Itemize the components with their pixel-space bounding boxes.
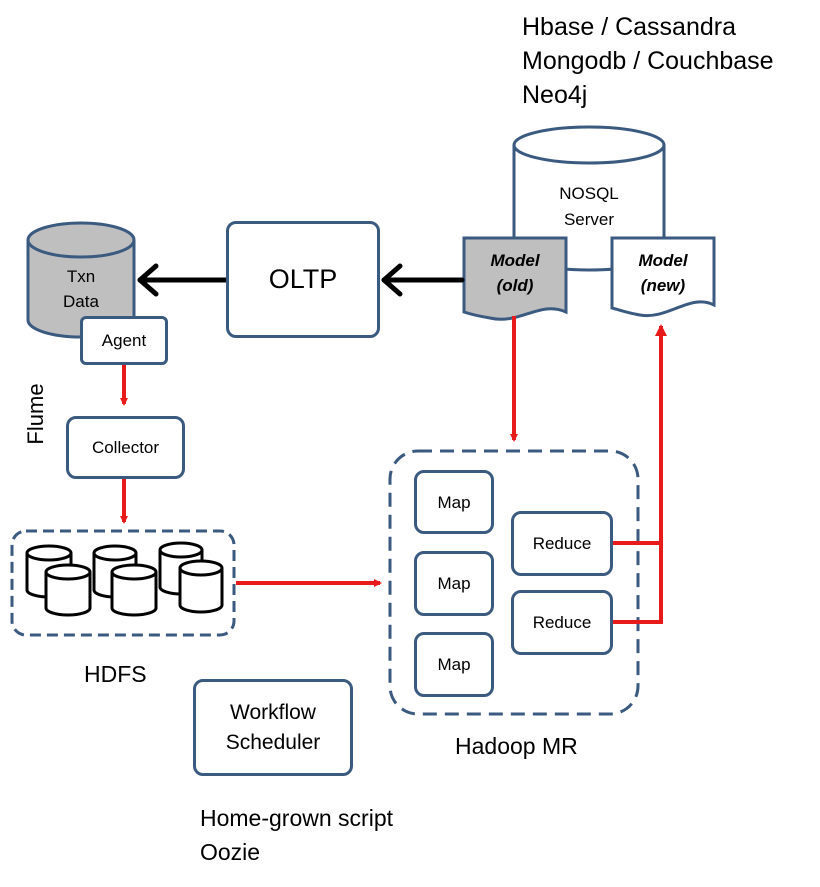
workflow-tool-2: Oozie (200, 839, 261, 865)
reduce-box-2: Reduce (511, 590, 613, 655)
workflow-scheduler-box: Workflow Scheduler (193, 679, 353, 776)
hdfs-disks (25, 541, 224, 617)
hdfs-label: HDFS (84, 661, 147, 687)
map-box-2: Map (414, 551, 494, 616)
reduce-box-1: Reduce (511, 511, 613, 576)
collector-box: Collector (66, 416, 185, 479)
workflow-tool-1: Home-grown script (200, 805, 393, 831)
model-new-label: Model (new) (638, 251, 688, 295)
workflow-tools: Home-grown script Oozie (200, 801, 393, 869)
disk-6 (178, 559, 224, 614)
model-old-document (462, 236, 568, 321)
arrow-oltp-to-txn (137, 263, 229, 297)
map-box-1: Map (414, 470, 494, 534)
disk-4 (44, 563, 92, 617)
agent-box: Agent (80, 316, 168, 365)
txn-data-label: Txn Data (63, 267, 99, 311)
nosql-list-item-2: Mongodb / Couchbase (522, 47, 774, 75)
map-box-3: Map (414, 632, 494, 697)
nosql-list-item-3: Neo4j (522, 81, 588, 109)
arrow-model-old-to-oltp (381, 263, 465, 297)
model-new-document (610, 236, 716, 318)
nosql-server-label: NOSQL Server (559, 184, 619, 229)
model-old-label: Model (old) (490, 251, 540, 295)
nosql-list-item-1: Hbase / Cassandra (522, 13, 737, 41)
oltp-box: OLTP (226, 221, 380, 338)
hadoop-mr-label: Hadoop MR (455, 733, 578, 759)
nosql-list: Hbase / Cassandra Mongodb / Couchbase Ne… (522, 10, 774, 112)
disk-5 (110, 563, 158, 617)
black-arrows (137, 263, 465, 297)
red-arrows (120, 316, 667, 624)
flume-label: Flume (23, 383, 48, 445)
